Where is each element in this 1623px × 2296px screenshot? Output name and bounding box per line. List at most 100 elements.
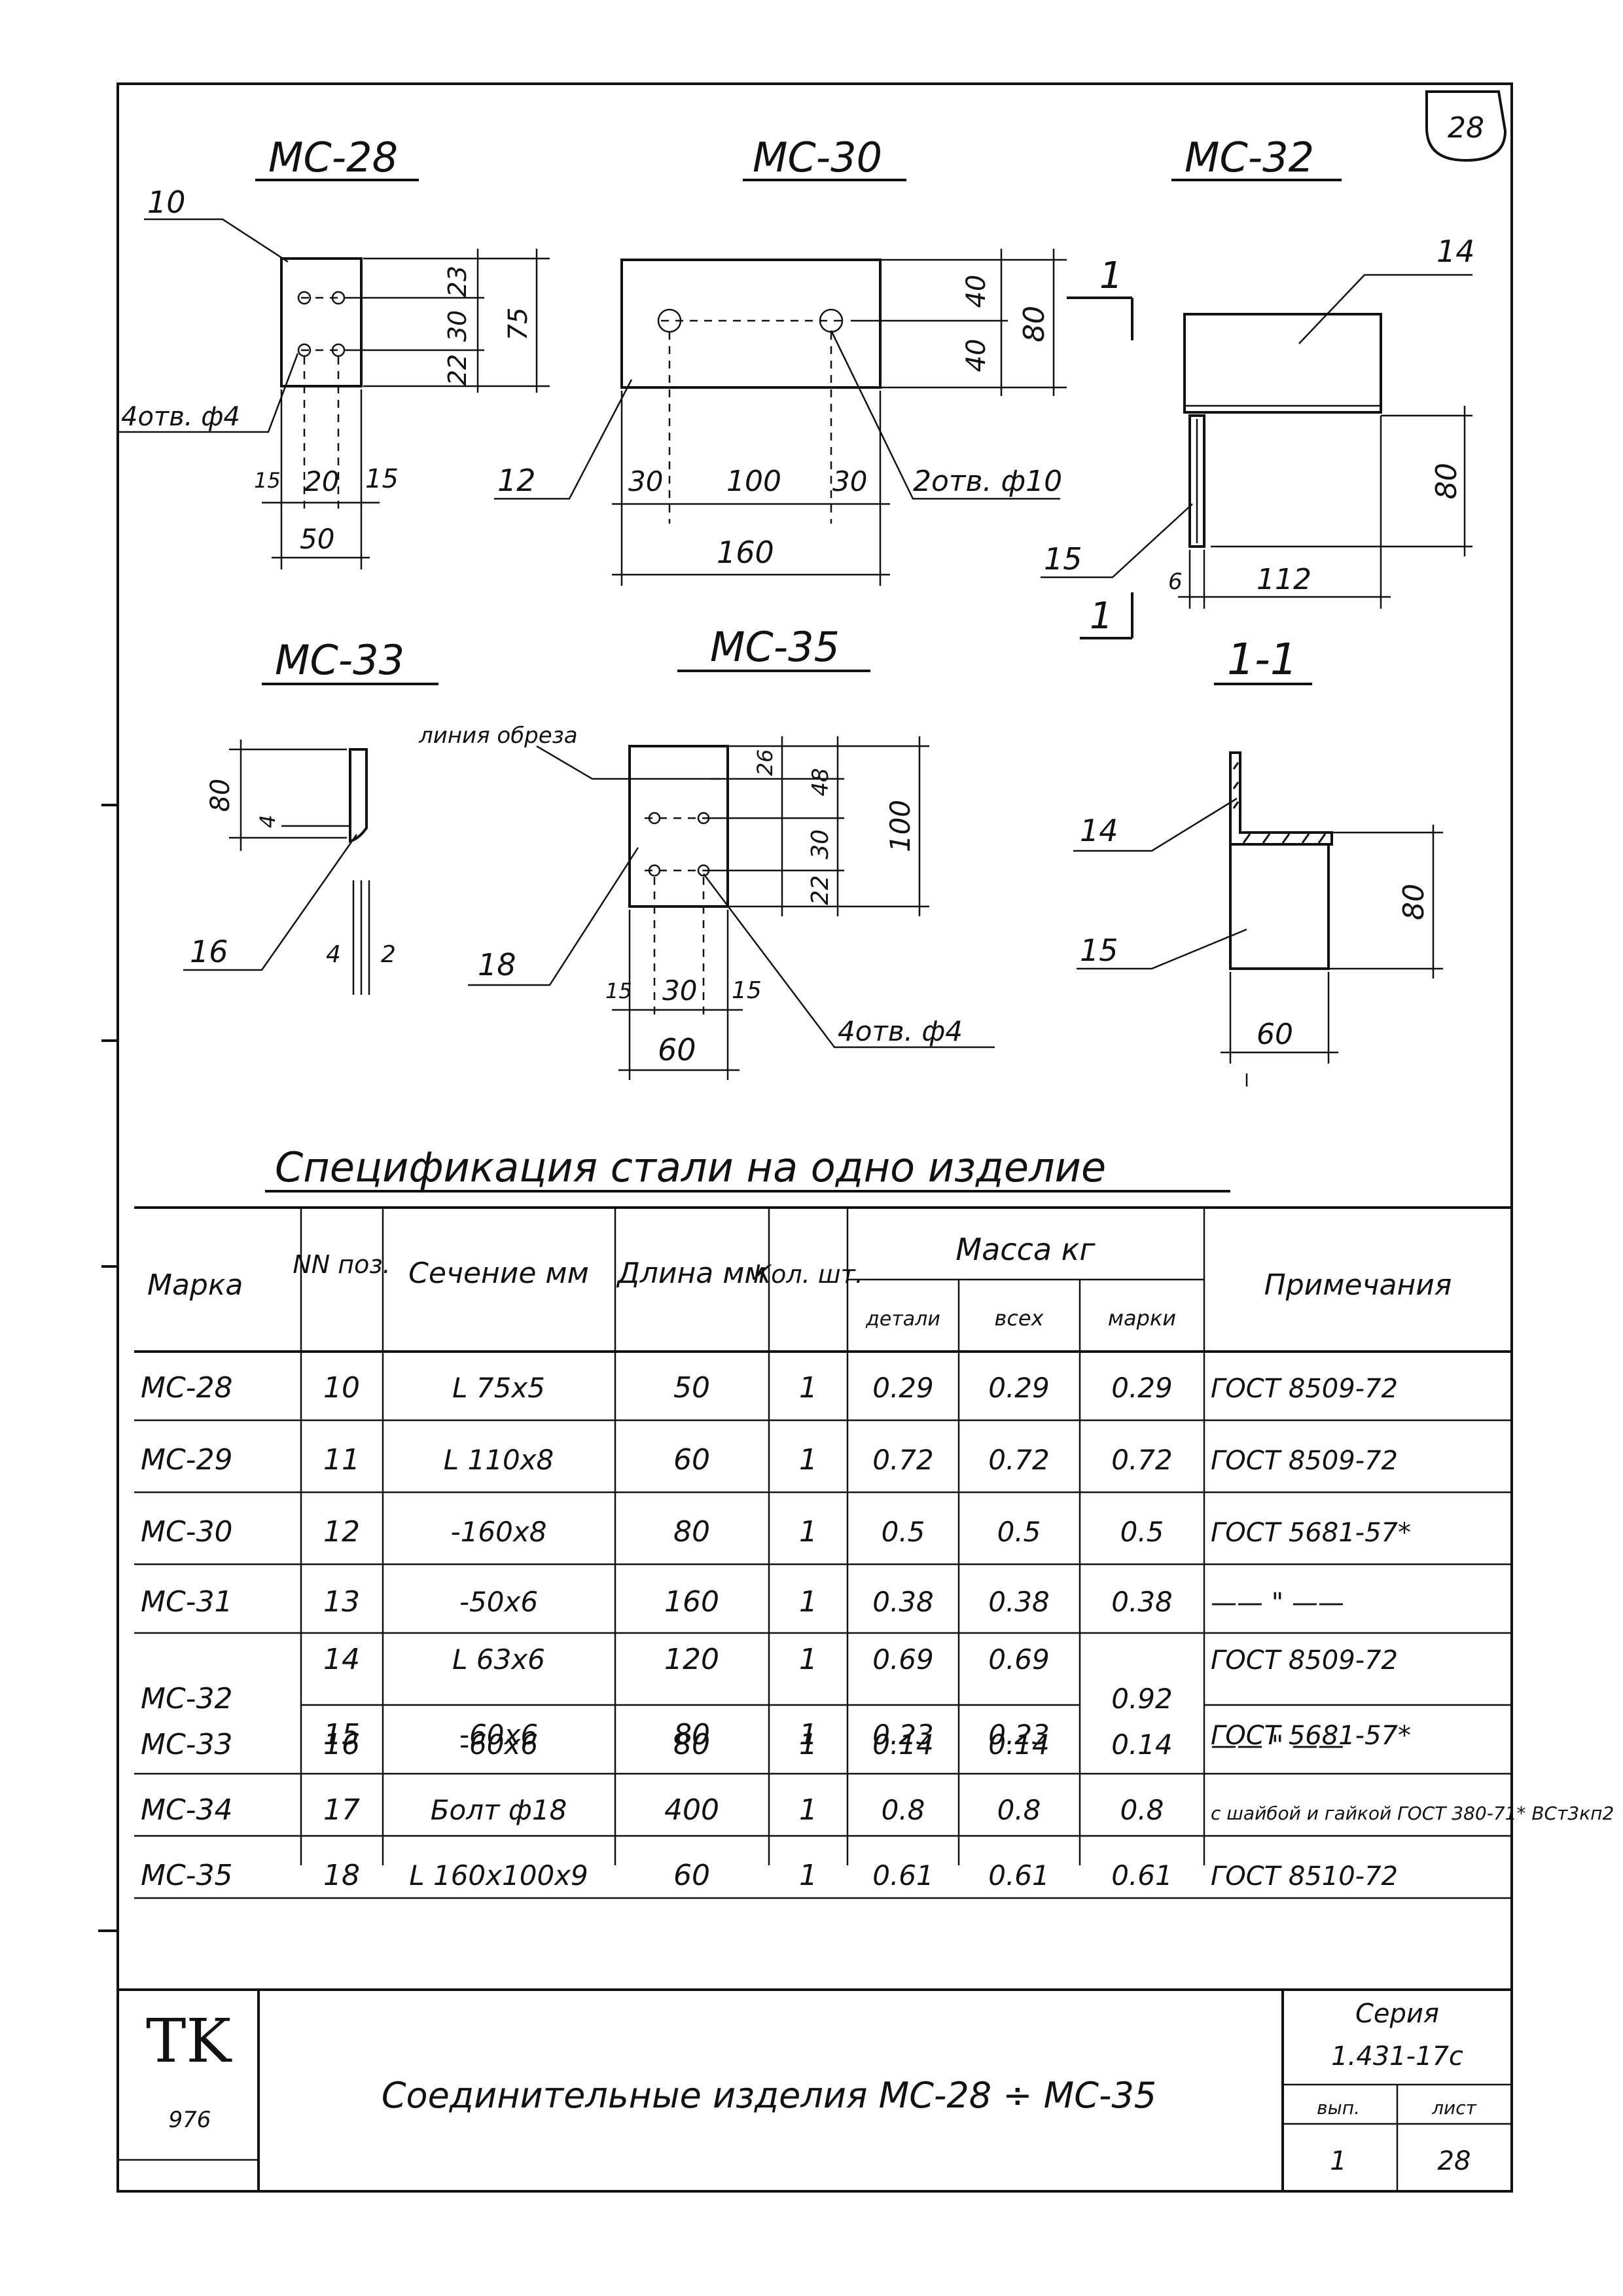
- cell-mark: MC-28: [141, 1371, 233, 1405]
- cell-all: 0.69: [988, 1643, 1050, 1676]
- cell-qty: 1: [799, 1643, 817, 1676]
- cell-detail: 0.61: [872, 1859, 934, 1892]
- cell-note: ГОСТ 5681-57*: [1211, 1518, 1411, 1548]
- cell-detail: 0.38: [872, 1586, 934, 1618]
- dim-label: 30: [832, 465, 867, 497]
- part-label: 16: [190, 934, 228, 969]
- issue-label: вып.: [1317, 2097, 1360, 2119]
- spec-title: Спецификация стали на одно изделие: [275, 1143, 1106, 1191]
- dim-label: 30: [662, 975, 697, 1007]
- cell-note: ГОСТ 8509-72: [1211, 1645, 1398, 1676]
- plate-shape: [628, 745, 729, 908]
- cell-pos: 15: [323, 1718, 360, 1751]
- cell-mark: MC-29: [141, 1443, 233, 1477]
- cell-length: 400: [664, 1793, 719, 1827]
- cell-all: 0.14: [988, 1729, 1050, 1761]
- drawing-title: MC-30: [753, 134, 882, 181]
- cell-length: 60: [673, 1859, 710, 1892]
- cell-detail: 0.69: [872, 1643, 934, 1676]
- series-label: Серия: [1355, 1999, 1439, 2029]
- cell-all: 0.23: [988, 1719, 1050, 1751]
- cell-detail: 0.72: [872, 1444, 934, 1476]
- dim-label: 4: [326, 941, 341, 968]
- dim-label: 4: [255, 815, 280, 828]
- cell-length: 120: [664, 1643, 719, 1676]
- dim-label: 50: [300, 523, 334, 555]
- dim-label: 30: [443, 310, 472, 342]
- drawing-mc33: MC-33 80 4 16 4 2: [183, 636, 438, 995]
- drawing-title: MC-28: [268, 134, 398, 181]
- issue-number: 1: [1330, 2146, 1346, 2176]
- dim-label: 30: [807, 829, 834, 859]
- part-label: 18: [478, 947, 516, 982]
- holes-label: 2отв. ф10: [913, 465, 1062, 498]
- cell-length: 50: [673, 1371, 710, 1405]
- dim-label: 40: [961, 339, 991, 372]
- dim-label: 80: [205, 779, 236, 812]
- plate-side-shape: [349, 748, 368, 843]
- header-mass-all: всех: [994, 1306, 1044, 1331]
- cell-qty: 1: [799, 1371, 817, 1405]
- dim-label: 22: [807, 875, 834, 905]
- cell-qty: 1: [799, 1728, 817, 1761]
- cell-note: ГОСТ 8509-72: [1211, 1374, 1398, 1404]
- cell-mark: MC-30: [141, 1515, 233, 1549]
- sheet-label: лист: [1431, 2097, 1476, 2119]
- title-block: TK 976 Соединительные изделия MC-28 ÷ MC…: [118, 1988, 1512, 2191]
- dim-label: 80: [1430, 463, 1463, 499]
- cell-length: 80: [673, 1728, 710, 1761]
- drawing-title: MC-33: [275, 636, 404, 684]
- dim-label: 26: [753, 749, 777, 776]
- dim-label: 160: [717, 535, 774, 570]
- dim-label: 15: [732, 977, 762, 1004]
- cell-pos: 17: [323, 1793, 360, 1827]
- dim-label: 15: [365, 464, 399, 494]
- cell-markm: 0.72: [1111, 1444, 1173, 1476]
- sheet-number: 28: [1448, 111, 1484, 145]
- dim-label: 15: [605, 978, 632, 1003]
- cell-note: —— " ——: [1211, 1588, 1344, 1618]
- cell-qty: 1: [799, 1515, 817, 1549]
- hole-icon: [697, 812, 710, 825]
- dim-label: 40: [961, 275, 991, 308]
- cell-note: ГОСТ 5681-57*: [1211, 1721, 1411, 1751]
- cut-line-text: линия обреза: [418, 723, 578, 749]
- cell-all: 0.38: [988, 1586, 1050, 1618]
- drawing-title: MC-32: [1185, 134, 1314, 181]
- dim-label: 75: [503, 308, 533, 341]
- cell-all: 0.8: [997, 1794, 1041, 1826]
- angle-section-shape: [1229, 751, 1333, 846]
- plate-shape: [280, 257, 363, 387]
- cell-pos: 14: [323, 1643, 360, 1676]
- drawing-mc32: MC-32 1 1 14 15 80 6 112: [1041, 134, 1475, 639]
- header-pos-text: NN поз.: [293, 1250, 390, 1279]
- drawing-mc35: MC-35 линия обреза 18 4отв. ф4 26 48 30 …: [418, 623, 995, 1080]
- dim-label: 100: [884, 800, 916, 852]
- cell-section: L 63x6: [452, 1643, 545, 1676]
- cell-mark: MC-34: [141, 1793, 233, 1827]
- cell-markm: 0.38: [1111, 1586, 1173, 1618]
- cell-mark: MC-32: [141, 1682, 233, 1715]
- cell-length: 160: [664, 1585, 719, 1619]
- cell-pos: 10: [323, 1371, 360, 1405]
- sheet-frame: [116, 82, 1513, 2193]
- dim-label: 80: [1397, 884, 1431, 920]
- cell-qty: 1: [799, 1443, 817, 1477]
- dim-label: 112: [1257, 563, 1311, 596]
- logo-text: TK: [146, 2006, 232, 2076]
- part-label: 14: [1436, 234, 1475, 269]
- dim-label: 23: [443, 266, 472, 297]
- sheet-number-cell: 28: [1438, 2146, 1471, 2176]
- cell-markm: 0.29: [1111, 1372, 1173, 1404]
- cell-note: ГОСТ 8510-72: [1211, 1861, 1398, 1892]
- hole-icon: [297, 291, 312, 305]
